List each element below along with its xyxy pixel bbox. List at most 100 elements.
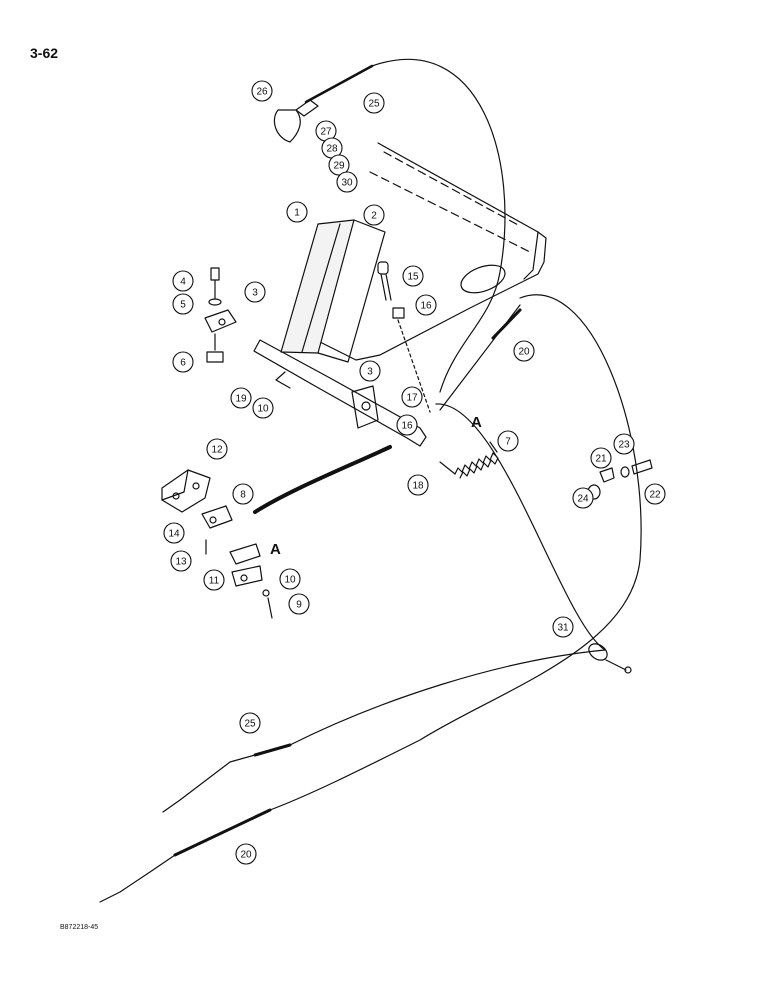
callout-label: 16 (401, 421, 413, 432)
callout-10: 10 (252, 397, 274, 419)
callout-label: 10 (284, 575, 296, 586)
callout-label: 8 (240, 490, 246, 501)
callout-label: 13 (175, 557, 187, 568)
callout-circle (572, 487, 594, 509)
callout-27: 27 (315, 120, 337, 142)
callout-label: 28 (326, 144, 338, 155)
callout-circle (235, 843, 257, 865)
callout-23: 23 (613, 433, 635, 455)
callout-16: 16 (415, 294, 437, 316)
callout-circle (251, 80, 273, 102)
cable-upper (273, 58, 506, 393)
callout-label: 15 (407, 272, 419, 283)
callout-label: 22 (649, 490, 661, 501)
callout-label: 26 (256, 87, 268, 98)
callout-label: 30 (341, 178, 353, 189)
callout-label: 20 (518, 347, 530, 358)
letter-marker-A: A (270, 541, 281, 558)
callout-4: 4 (172, 270, 194, 292)
callout-circle (252, 397, 274, 419)
bracket-hardware-left (204, 267, 237, 363)
callout-22: 22 (644, 483, 666, 505)
callout-10: 10 (279, 568, 301, 590)
callout-label: 11 (209, 576, 220, 587)
callout-circle (552, 616, 574, 638)
bracket-right (351, 385, 379, 429)
callout-7: 7 (497, 430, 519, 452)
callout-15: 15 (402, 265, 424, 287)
callout-circle (279, 568, 301, 590)
callout-circle (359, 360, 381, 382)
callout-circle (401, 386, 423, 408)
callout-29: 29 (328, 154, 350, 176)
callout-circle (163, 522, 185, 544)
callout-label: 18 (412, 481, 424, 492)
callout-16: 16 (396, 414, 418, 436)
callout-circle (203, 569, 225, 591)
letter-marker-layer: AA (270, 414, 482, 558)
callout-label: 2 (371, 211, 377, 222)
callout-circle (328, 154, 350, 176)
callout-8: 8 (232, 483, 254, 505)
floor-plate (299, 142, 547, 361)
callout-label: 16 (420, 301, 432, 312)
callout-20: 20 (235, 843, 257, 865)
callout-circle (363, 92, 385, 114)
callout-13: 13 (170, 550, 192, 572)
callout-circle (336, 171, 358, 193)
callout-circle (396, 414, 418, 436)
callout-circle (172, 351, 194, 373)
callout-17: 17 (401, 386, 423, 408)
callout-circle (172, 293, 194, 315)
callout-12: 12 (206, 438, 228, 460)
detail-bracket-assembly (161, 445, 392, 619)
callout-circle (230, 387, 252, 409)
callout-label: 10 (257, 404, 269, 415)
callout-18: 18 (407, 474, 429, 496)
callout-label: 3 (367, 367, 373, 378)
callout-label: 5 (180, 300, 186, 311)
cable-lower-20 (99, 294, 642, 903)
callout-25: 25 (239, 712, 261, 734)
callout-circle (244, 281, 266, 303)
callout-label: 1 (294, 208, 300, 219)
callout-11: 11 (203, 569, 225, 591)
callout-label: 23 (618, 440, 630, 451)
callout-3: 3 (359, 360, 381, 382)
callout-label: 4 (180, 277, 186, 288)
callout-circle (497, 430, 519, 452)
callout-label: 31 (557, 623, 569, 634)
callout-20: 20 (513, 340, 535, 362)
callout-label: 27 (320, 127, 332, 138)
callout-5: 5 (172, 293, 194, 315)
callout-label: 19 (235, 394, 247, 405)
callout-label: 6 (180, 358, 186, 369)
callout-9: 9 (288, 593, 310, 615)
callout-circle (363, 204, 385, 226)
callout-circle (286, 201, 308, 223)
callout-19: 19 (230, 387, 252, 409)
callout-circle (170, 550, 192, 572)
callout-label: 25 (244, 719, 256, 730)
callout-circle (232, 483, 254, 505)
callout-label: 29 (333, 161, 345, 172)
spring (439, 441, 499, 479)
callout-circle (613, 433, 635, 455)
callout-label: 14 (168, 529, 180, 540)
callout-label: 9 (296, 600, 302, 611)
document-id: B872218-45 (60, 924, 99, 931)
callout-label: 17 (406, 393, 418, 404)
pedal-assembly (253, 219, 427, 447)
callout-label: 21 (595, 454, 607, 465)
callout-label: 25 (368, 99, 380, 110)
cable-clip (588, 643, 632, 674)
callout-2: 2 (363, 204, 385, 226)
callout-24: 24 (572, 487, 594, 509)
cable-lower-25 (162, 403, 606, 813)
callout-26: 26 (251, 80, 273, 102)
callout-label: 12 (211, 445, 223, 456)
bolt-and-nut-center (377, 261, 431, 413)
callout-1: 1 (286, 201, 308, 223)
